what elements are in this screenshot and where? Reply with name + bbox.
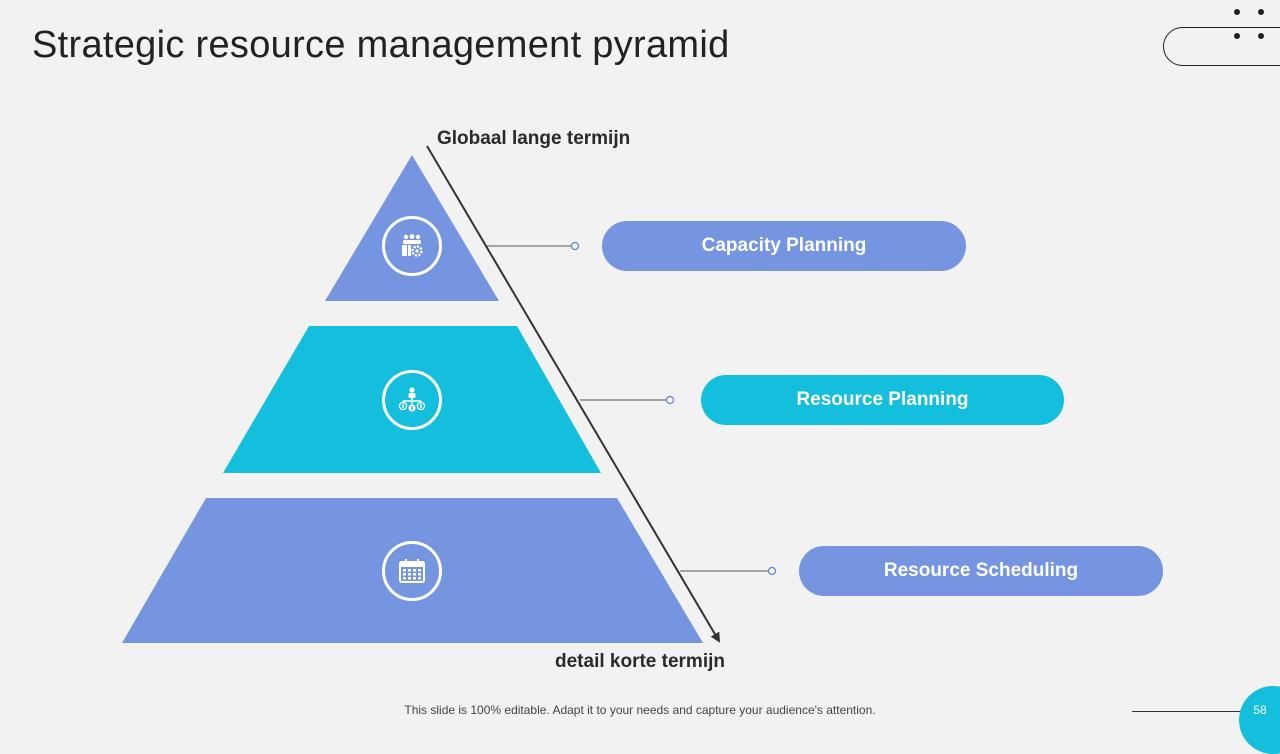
decorative-dot <box>1258 9 1264 15</box>
decorative-dot <box>1234 9 1240 15</box>
decorative-pill <box>1163 27 1280 66</box>
axis-bottom-label: detail korte termijn <box>555 651 725 672</box>
connector-dot-2 <box>665 395 675 405</box>
tier-icon-circle-1 <box>382 216 442 276</box>
page-title: Strategic resource management pyramid <box>32 24 730 66</box>
axis-arrow <box>426 145 721 643</box>
tier-label-resource-scheduling: Resource Scheduling <box>799 546 1163 596</box>
decorative-dot <box>1258 33 1264 39</box>
connector-dot-1 <box>570 241 580 251</box>
axis-top-label: Globaal lange termijn <box>437 128 631 149</box>
page-number: 58 <box>1253 703 1267 717</box>
tier-icon-circle-3 <box>382 541 442 601</box>
team-gear-icon <box>402 234 423 257</box>
tier-label-capacity-planning: Capacity Planning <box>602 221 966 271</box>
money-hierarchy-icon <box>398 387 426 412</box>
footer-note: This slide is 100% editable. Adapt it to… <box>404 703 876 717</box>
decorative-dot <box>1234 33 1240 39</box>
connector-dot-3 <box>767 566 777 576</box>
footer-line <box>1132 711 1242 712</box>
pyramid-diagram <box>122 145 777 643</box>
tier-icon-circle-2 <box>382 370 442 430</box>
tier-label-resource-planning: Resource Planning <box>701 375 1064 425</box>
calendar-icon <box>399 559 425 583</box>
